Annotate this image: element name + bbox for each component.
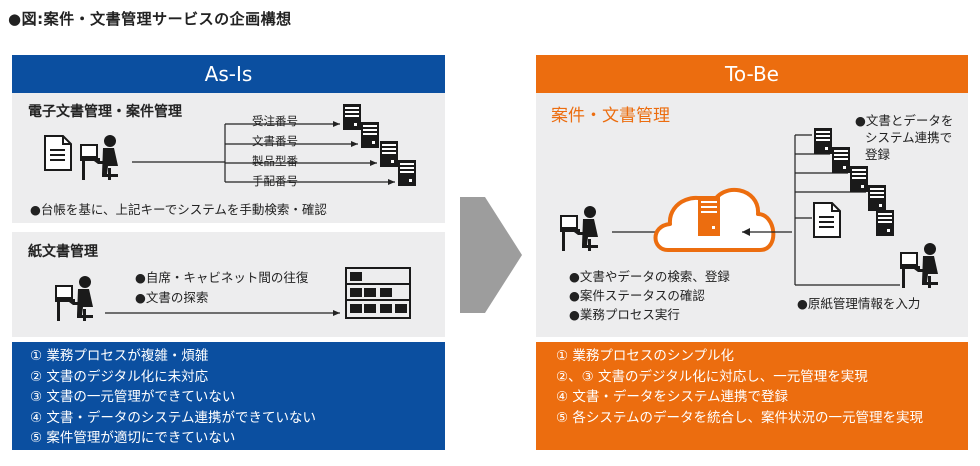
- key-label-product-model: 製品型番: [252, 154, 298, 168]
- to-be-benefits-box: ① 業務プロセスのシンプル化 ②、③ 文書のデジタル化に対応し、一元管理を実現 …: [536, 342, 968, 450]
- as-is-header: As-Is: [12, 55, 445, 93]
- office-worker-icon: [55, 276, 93, 321]
- cloud-server-icon: [653, 187, 776, 252]
- benefit-item: ⑤ 各システムのデータを統合し、案件状況の一元管理を実現: [556, 409, 923, 426]
- issue-item: ① 業務プロセスが複雑・煩雑: [30, 348, 209, 364]
- to-be-title: 案件・文書管理: [551, 106, 670, 126]
- input-note: ●原紙管理情報を入力: [797, 296, 921, 311]
- office-worker-icon: [560, 206, 598, 251]
- document-icon: [813, 202, 841, 238]
- page-title: ●図:案件・文書管理サービスの企画構想: [8, 10, 292, 28]
- key-label-arrangement-number: 手配番号: [252, 174, 298, 188]
- server-icon: [398, 160, 416, 186]
- document-icon: [44, 135, 72, 171]
- benefit-item: ②、③ 文書のデジタル化に対応し、一元管理を実現: [556, 368, 868, 385]
- sync-note-line: ●文書とデータを: [855, 113, 954, 128]
- issue-item: ② 文書のデジタル化に未対応: [30, 368, 209, 385]
- paper-bullet-travel: ●自席・キャビネット間の往復: [135, 270, 309, 285]
- server-icon: [343, 104, 361, 130]
- cabinet-icon: [345, 267, 411, 319]
- server-icon: [876, 210, 894, 236]
- sync-note-line: 登録: [865, 147, 891, 162]
- server-icon: [850, 166, 868, 192]
- arrow-to-cloud: [742, 228, 750, 236]
- server-icon: [832, 147, 850, 173]
- as-is-issues-box: ① 業務プロセスが複雑・煩雑 ② 文書のデジタル化に未対応 ③ 文書の一元管理が…: [12, 342, 445, 450]
- sync-note: ●文書とデータを システム連携で 登録: [855, 112, 953, 163]
- user-bullets: ●文書やデータの検索、登録 ●案件ステータスの確認 ●業務プロセス実行: [569, 267, 730, 324]
- paper-bullet-search: ●文書の探索: [135, 290, 209, 305]
- issue-item: ③ 文書の一元管理ができていない: [30, 389, 236, 405]
- issue-item: ⑤ 案件管理が適切にできていない: [30, 430, 236, 446]
- user-bullet: ●案件ステータスの確認: [569, 288, 705, 303]
- server-icon: [361, 122, 379, 148]
- user-bullet: ●文書やデータの検索、登録: [569, 269, 730, 284]
- benefit-item: ① 業務プロセスのシンプル化: [556, 348, 734, 364]
- office-worker-icon: [900, 243, 938, 288]
- user-bullet: ●業務プロセス実行: [569, 307, 680, 322]
- office-worker-icon: [80, 135, 118, 180]
- server-icon: [814, 128, 832, 154]
- electronic-management-title: 電子文書管理・案件管理: [28, 104, 182, 120]
- benefit-item: ④ 文書・データをシステム連携で登録: [556, 389, 788, 405]
- manual-search-note: ●台帳を基に、上記キーでシステムを手動検索・確認: [30, 202, 327, 217]
- transition-arrow: [460, 197, 522, 313]
- paper-management-title: 紙文書管理: [28, 244, 98, 260]
- server-icon: [868, 185, 886, 211]
- to-be-header: To-Be: [536, 55, 968, 93]
- issue-item: ④ 文書・データのシステム連携ができていない: [30, 409, 316, 426]
- sync-note-line: システム連携で: [865, 130, 953, 145]
- server-icon: [380, 141, 398, 167]
